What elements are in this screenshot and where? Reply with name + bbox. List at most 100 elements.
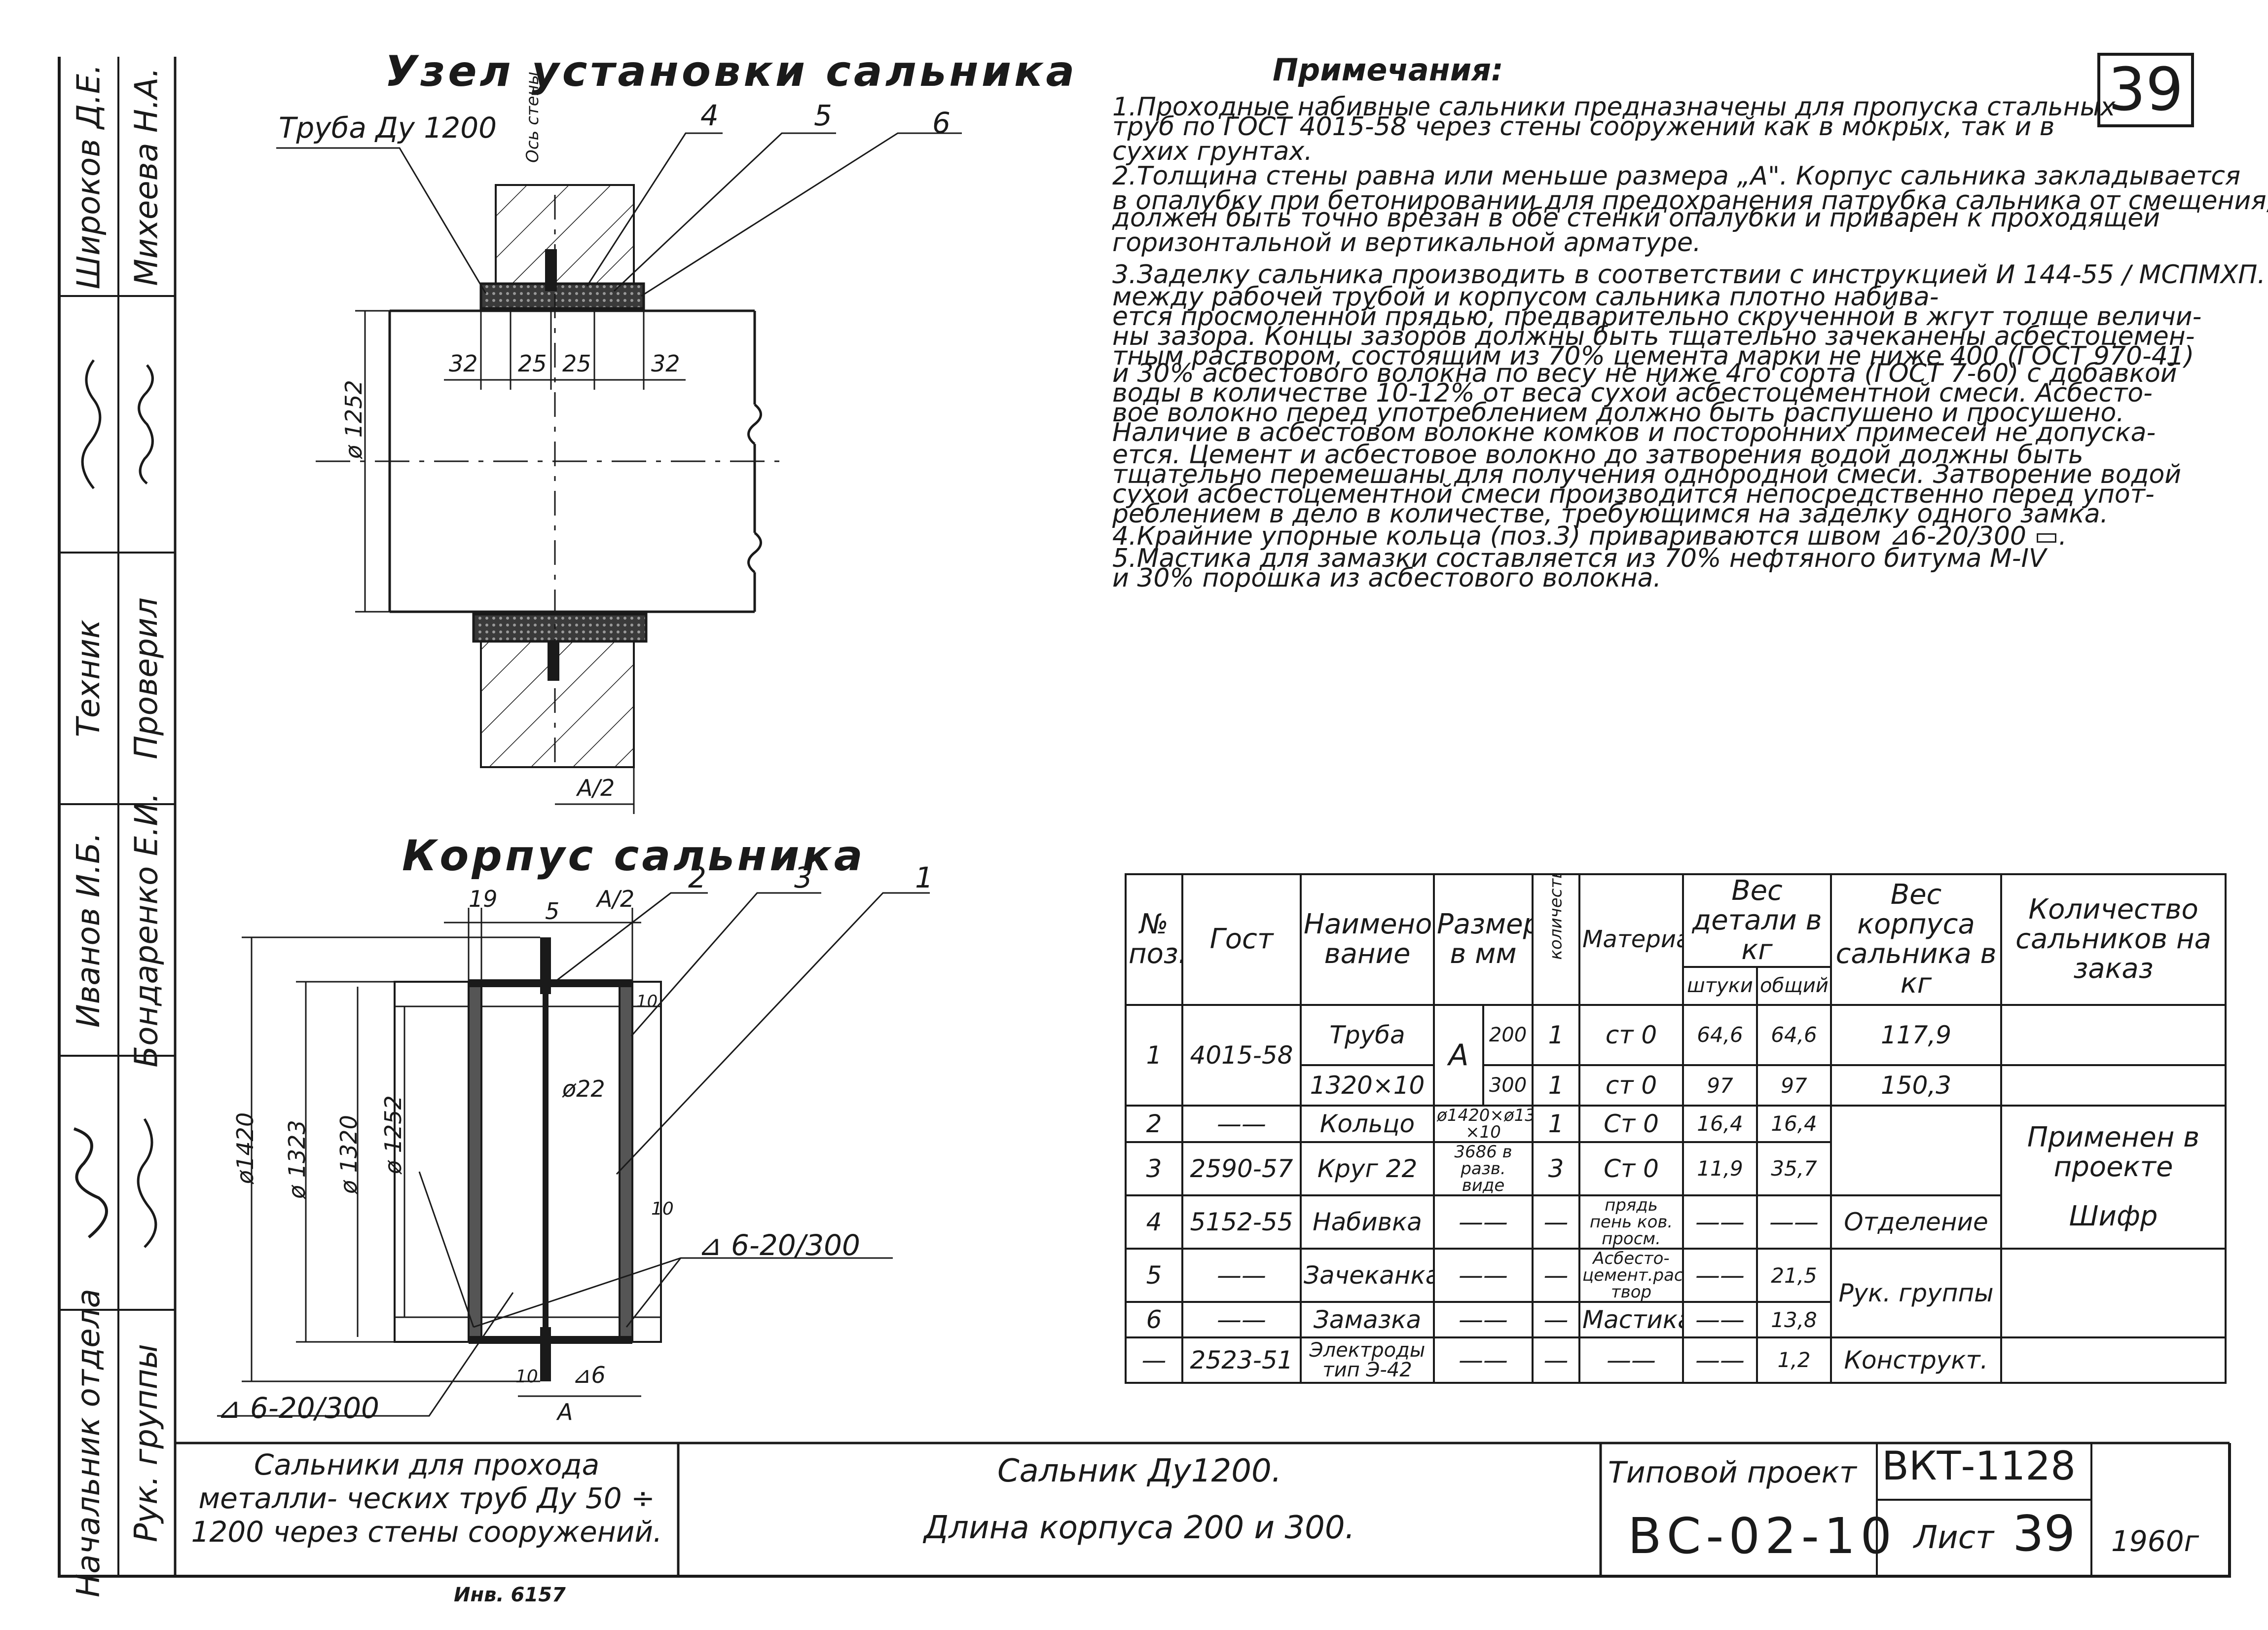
callout-5: 5 — [814, 99, 832, 132]
drawing2-title: Корпус сальника — [402, 831, 866, 881]
stamp-code-1: ВКТ-1128 — [1882, 1443, 2076, 1489]
th-pos: № поз. — [1125, 873, 1183, 1006]
cell-weight-piece: —— — [1682, 1194, 1758, 1250]
cell-order-qty — [2000, 1003, 2227, 1067]
cell-name: Электроды тип Э-42 — [1300, 1336, 1435, 1384]
applied-label: Применен в проекте — [2027, 1121, 2200, 1184]
cell-material: —— — [1578, 1336, 1684, 1384]
stamp-inventory: Инв. 6157 — [454, 1584, 566, 1606]
callout-1: 1 — [915, 861, 933, 894]
cell-pos: 2 — [1125, 1104, 1183, 1143]
side-stamp-signature-3 — [59, 1056, 118, 1310]
cell-weight-total: 13,8 — [1756, 1301, 1832, 1338]
signature-icon — [137, 1118, 157, 1248]
side-stamp-name-2: Михеева Н.А. — [128, 67, 165, 286]
dim-10-top: 10 — [636, 992, 658, 1011]
stamp-description: Сальники для прохода металли- ческих тру… — [191, 1448, 662, 1549]
dim-32-right: 32 — [651, 350, 680, 377]
drawing1-graphics — [276, 132, 962, 814]
stamp-type-project: Типовой проект — [1608, 1455, 1857, 1490]
side-stamp-name-1: Широков Д.Е. — [71, 64, 107, 289]
cell-weight-total: —— — [1756, 1194, 1832, 1250]
stamp-code-2: ВС-02-10 — [1628, 1507, 1897, 1565]
cell-material: ст 0 — [1578, 1003, 1684, 1067]
side-stamp-signature-1 — [59, 296, 118, 553]
stamp-sheet-number: 39 — [2012, 1505, 2076, 1562]
cell-length: 300 — [1482, 1064, 1534, 1107]
dim-19: 19 — [469, 886, 498, 912]
wall-axis-label: Ось стены — [523, 72, 543, 163]
note-line: между рабочей трубой и корпусом сальника… — [1112, 282, 1939, 312]
dim-a-half: A/2 — [577, 775, 615, 801]
cell-pos: 6 — [1125, 1301, 1183, 1338]
pipe-label: Труба Ду 1200 — [279, 111, 497, 145]
stamp-sheet-label: Лист — [1914, 1519, 1994, 1556]
cell-length: 200 — [1482, 1003, 1534, 1067]
cell-body-weight: 117,9 — [1830, 1003, 2003, 1067]
dim-dia-1320: ø 1320 — [335, 1115, 362, 1194]
applied-in-project: Применен в проекте Шифр — [2000, 1104, 2227, 1250]
cell-qty: — — [1532, 1248, 1581, 1303]
cipher-label: Шифр — [2069, 1200, 2158, 1233]
dim-25-left: 25 — [518, 350, 547, 377]
th-size: Размеры в мм — [1432, 873, 1534, 1006]
dim-dia-1420: ø1420 — [232, 1112, 258, 1184]
signature-icon — [81, 359, 102, 489]
th-weight: Вес детали в кг — [1682, 873, 1832, 968]
side-stamp-role-technician: Техник — [71, 619, 107, 738]
note-line: реблением в дело в количестве, требующим… — [1112, 499, 2109, 529]
table-row: 5 —— Зачеканка —— — Асбесто- цемент.рас … — [1125, 1248, 2227, 1338]
cell-name: Набивка — [1300, 1194, 1435, 1250]
cell-size: A — [1433, 1003, 1484, 1107]
note-line: должен быть точно врезан в обе стенки оп… — [1112, 203, 2160, 233]
stamp-name-line1: Сальник Ду1200. — [997, 1453, 1282, 1489]
cell-weight-piece: 64,6 — [1682, 1003, 1758, 1067]
note-line: 4.Крайние упорные кольца (поз.3) привари… — [1112, 521, 2067, 551]
cell-material: Мастика — [1578, 1301, 1684, 1338]
cell-pos: 1 — [1125, 1003, 1183, 1107]
callout-3: 3 — [794, 861, 812, 894]
cell-material: Ст 0 — [1578, 1141, 1684, 1196]
cell-weight-total: 21,5 — [1756, 1248, 1832, 1303]
th-weight-total: общий — [1756, 966, 1832, 1006]
note-line: сухих грунтах. — [1112, 137, 1313, 166]
cell-material: Ст 0 — [1578, 1104, 1684, 1143]
signature-icon — [73, 1127, 108, 1238]
note-line: горизонтальной и вертикальной арматуре. — [1112, 228, 1701, 258]
dim-a-bottom: A — [557, 1399, 573, 1425]
cell-name: Круг 22 — [1300, 1141, 1435, 1196]
dim-32-left: 32 — [449, 350, 478, 377]
note-line: воды в количестве 10-12% от веса сухой а… — [1112, 378, 2153, 408]
designer-label: Конструкт. — [1830, 1336, 2003, 1384]
drawing1-title: Узел установки сальника — [385, 47, 1078, 96]
dept-label: Отделение — [1830, 1194, 2003, 1250]
th-gost: Гост — [1181, 873, 1302, 1006]
cell-name: Зачеканка — [1300, 1248, 1435, 1303]
note-line: вое волокно перед употреблением должно б… — [1112, 398, 2124, 428]
note-line: 3.Заделку сальника производить в соответ… — [1112, 260, 2268, 290]
th-weight-piece: штуки — [1682, 966, 1758, 1006]
side-stamp-signature-2 — [118, 296, 175, 553]
cell-size: 3686 в разв. виде — [1432, 1141, 1534, 1196]
dim-dia-1323: ø 1323 — [284, 1120, 310, 1199]
cell-gost: —— — [1181, 1104, 1302, 1143]
dim-a-half-2: A/2 — [597, 886, 635, 912]
cell-weight-piece: 11,9 — [1682, 1141, 1758, 1196]
cell-qty: — — [1532, 1301, 1581, 1338]
cell-weight-total: 97 — [1756, 1064, 1832, 1107]
cell-weight-piece: 97 — [1682, 1064, 1758, 1107]
dim-dia-1252: ø 1252 — [340, 380, 367, 459]
th-order-qty: Количество сальников на заказ — [2000, 873, 2227, 1006]
table-row: — 2523-51 Электроды тип Э-42 —— — —— —— … — [1125, 1336, 2227, 1384]
table-row: 3 2590-57 Круг 22 3686 в разв. виде 3 Ст… — [1125, 1141, 2226, 1196]
cell-qty: — — [1532, 1194, 1581, 1250]
dim-10-right: 10 — [651, 1199, 674, 1219]
note-line: Наличие в асбестовом волокне комков и по… — [1112, 418, 2156, 447]
drawing2-graphics — [217, 892, 930, 1417]
sheet-number-badge: 39 — [2108, 56, 2184, 124]
stamp-year: 1960г — [2111, 1524, 2199, 1558]
th-qty-text: количество — [1546, 874, 1566, 960]
cell-size: —— — [1432, 1194, 1534, 1250]
